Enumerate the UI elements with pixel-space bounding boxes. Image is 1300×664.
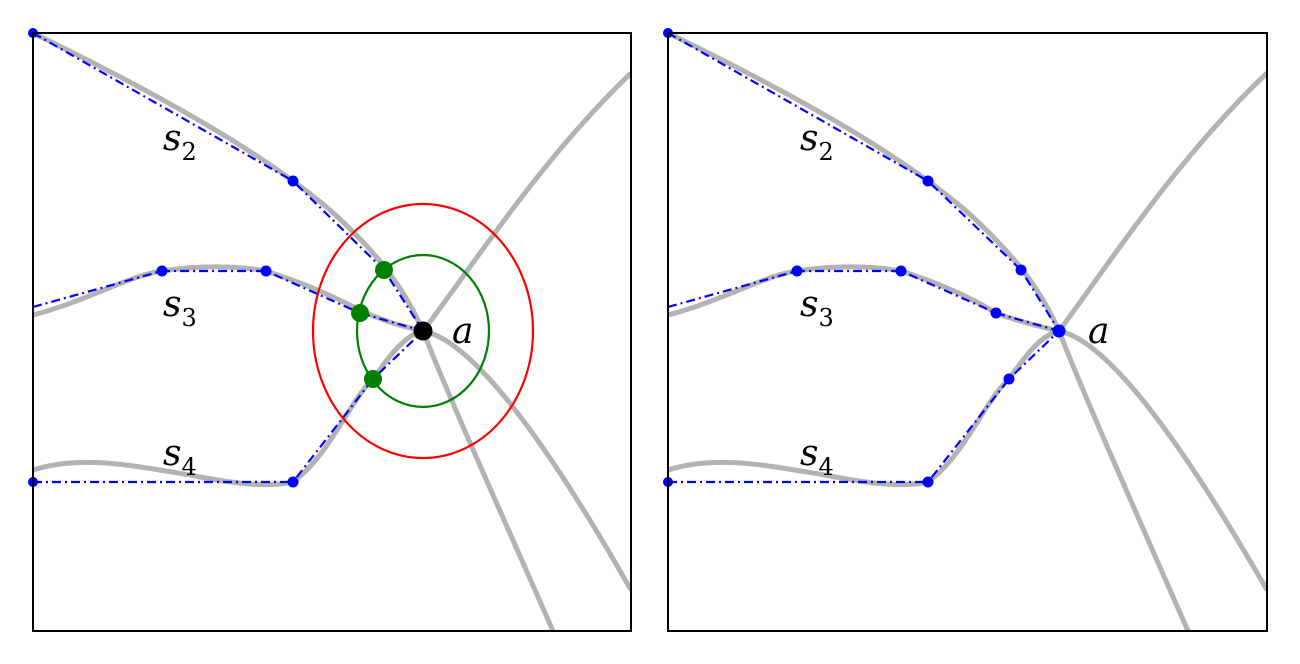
curve-diagonal bbox=[421, 71, 631, 333]
label-s3: s3 bbox=[163, 284, 197, 332]
curve-s2 bbox=[668, 33, 1191, 631]
curve-s4 bbox=[668, 328, 1060, 488]
vertex-point bbox=[156, 265, 168, 277]
curve-diagonal bbox=[1057, 71, 1267, 333]
vertex-point bbox=[895, 265, 907, 277]
curve-s4 bbox=[33, 328, 424, 488]
vertex-point bbox=[791, 265, 803, 277]
label-s4: s4 bbox=[163, 433, 197, 481]
vertex-point bbox=[260, 265, 272, 277]
polyline-s3 bbox=[668, 269, 1060, 333]
intersection-point bbox=[351, 304, 369, 322]
label-s4: s4 bbox=[800, 433, 834, 481]
label-s3: s3 bbox=[800, 284, 834, 332]
left-panel-frame bbox=[32, 32, 632, 632]
vertex-point bbox=[990, 307, 1002, 319]
curve-s3 bbox=[33, 264, 631, 592]
label-a: a bbox=[1088, 311, 1109, 352]
intersection-point bbox=[375, 261, 393, 279]
polyline-s2 bbox=[33, 33, 424, 332]
intersection-point bbox=[364, 370, 382, 388]
vertex-point bbox=[1015, 264, 1027, 276]
right-panel-frame bbox=[667, 32, 1268, 632]
polyline-s4 bbox=[33, 330, 424, 484]
polyline-s3 bbox=[33, 269, 424, 333]
center-point-a bbox=[413, 321, 433, 341]
polyline-s4 bbox=[668, 330, 1060, 484]
curve-s3 bbox=[668, 264, 1267, 592]
vertex-point bbox=[922, 175, 934, 187]
label-s2: s2 bbox=[163, 118, 197, 166]
vertex-point bbox=[287, 175, 299, 187]
vertex-point bbox=[287, 476, 299, 488]
polyline-s2 bbox=[668, 33, 1060, 332]
inner-circle bbox=[355, 253, 491, 409]
label-a: a bbox=[452, 311, 473, 352]
curve-s2 bbox=[33, 33, 556, 631]
left-panel: s2 s3 s4 a bbox=[28, 28, 632, 632]
outer-circle bbox=[311, 202, 535, 460]
vertex-point bbox=[922, 476, 934, 488]
right-panel: s2 s3 s4 a bbox=[663, 28, 1268, 632]
vertex-point bbox=[1003, 373, 1015, 385]
label-s2: s2 bbox=[800, 118, 834, 166]
center-point-a bbox=[1052, 324, 1066, 338]
